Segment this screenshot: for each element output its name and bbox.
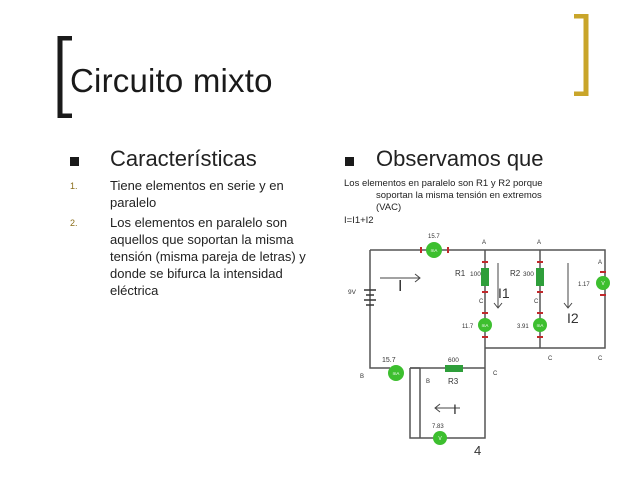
ammeter-top: mA xyxy=(426,242,442,258)
svg-text:mA: mA xyxy=(393,371,400,376)
circuit-diagram: 9V R1 100 R2 300 R3 600 mA 15.7 mA 11.7 … xyxy=(348,234,610,445)
svg-text:mA: mA xyxy=(431,248,438,253)
meter-r2-value: 3.91 xyxy=(517,324,529,330)
resistor-r2 xyxy=(536,268,544,286)
node-label-a: A xyxy=(598,260,602,266)
list-item-2: Los elementos en paralelo son aquellos q… xyxy=(110,215,306,298)
current-arrows xyxy=(380,263,573,413)
voltmeter-bottom: V xyxy=(433,431,447,445)
bullet-square-icon xyxy=(345,157,354,166)
node-label-b: B xyxy=(426,379,430,385)
observation-line-2: soportan la misma tensión en extremos xyxy=(376,190,542,201)
current-label-i1: I1 xyxy=(498,285,510,301)
node-label-c: C xyxy=(479,299,484,305)
ammeter-r1: mA xyxy=(478,318,492,332)
voltmeter-right: V xyxy=(596,276,610,290)
ammeter-bottom-left: mA xyxy=(388,365,404,381)
node-label-a: A xyxy=(537,240,541,246)
r3-value: 600 xyxy=(448,357,459,364)
bullet-square-icon xyxy=(70,157,79,166)
r2-value: 300 xyxy=(523,271,534,278)
slide-title: Circuito mixto xyxy=(70,62,273,99)
source-label: 9V xyxy=(348,289,357,296)
observation-line-1: Los elementos en paralelo son R1 y R2 po… xyxy=(344,178,543,189)
meter-bottom-left-value: 15.7 xyxy=(382,357,396,364)
node-label-a: A xyxy=(482,240,486,246)
current-label-i-bottom: I xyxy=(453,401,457,417)
node-label-c: C xyxy=(598,356,603,362)
node-label-c: C xyxy=(534,299,539,305)
list-number-1: 1. xyxy=(70,181,78,191)
node-label-c: C xyxy=(493,371,498,377)
left-heading: Características xyxy=(110,146,257,171)
r1-label: R1 xyxy=(455,269,466,278)
meter-bottom-value: 7.83 xyxy=(432,424,444,430)
battery-icon xyxy=(364,289,376,306)
node-label-b: B xyxy=(360,374,364,380)
meter-top-value: 15.7 xyxy=(428,234,440,240)
list-number-2: 2. xyxy=(70,218,78,228)
right-bracket-decoration xyxy=(574,14,589,96)
meter-right-value: 1.17 xyxy=(578,282,590,288)
current-formula: I=I1+I2 xyxy=(344,215,374,226)
right-heading: Observamos que xyxy=(376,146,544,171)
page-number: 4 xyxy=(474,443,482,458)
left-bracket-decoration xyxy=(57,36,72,118)
resistor-r3 xyxy=(445,365,463,372)
meter-r1-value: 11.7 xyxy=(462,324,474,330)
node-label-c: C xyxy=(548,356,553,362)
resistor-r1 xyxy=(481,268,489,286)
r2-label: R2 xyxy=(510,269,521,278)
r1-value: 100 xyxy=(470,271,481,278)
ammeter-r2: mA xyxy=(533,318,547,332)
observation-line-3: (VAC) xyxy=(376,202,402,213)
svg-text:mA: mA xyxy=(482,323,489,328)
list-item-1: Tiene elementos en serie y en paralelo xyxy=(110,178,284,210)
svg-text:V: V xyxy=(438,436,442,442)
current-label-i: I xyxy=(398,278,402,295)
r3-label: R3 xyxy=(448,377,459,386)
svg-text:V: V xyxy=(601,281,605,287)
svg-text:mA: mA xyxy=(537,323,544,328)
current-label-i2: I2 xyxy=(567,310,579,326)
terminal-markers xyxy=(420,247,606,338)
